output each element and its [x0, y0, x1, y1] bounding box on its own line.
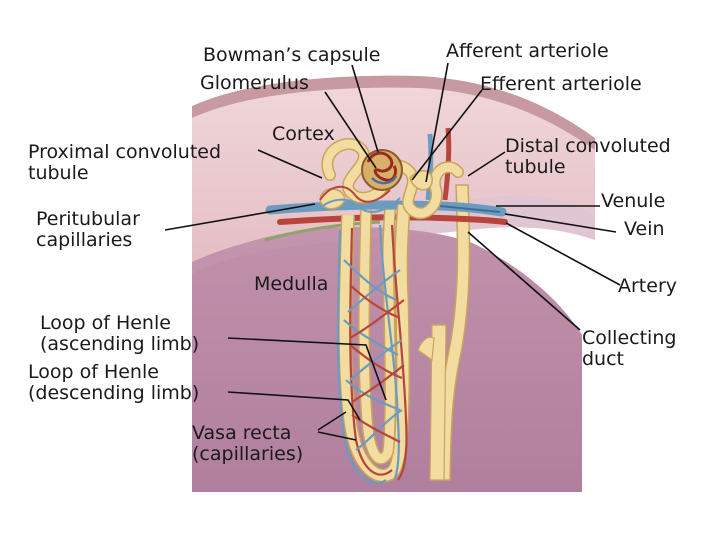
- label-peritubular-line2: capillaries: [36, 229, 133, 251]
- label-artery: Artery: [618, 275, 678, 297]
- label-efferent-arteriole: Efferent arteriole: [480, 73, 642, 95]
- label-proximal-convoluted-tubule: Proximal convoluted tubule: [28, 142, 221, 184]
- label-proximal-line1: Proximal convoluted: [28, 141, 222, 163]
- leader-proximal-tubule: [257, 149, 323, 179]
- leader-efferent-arteriole: [411, 89, 483, 181]
- label-collecting-duct: Collecting duct: [582, 328, 676, 370]
- label-loop-asc-line1: Loop of Henle: [40, 312, 171, 334]
- label-loop-henle-ascending: Loop of Henle (ascending limb): [40, 313, 199, 355]
- label-loop-desc-line2: (descending limb): [28, 382, 200, 404]
- label-loop-henle-descending: Loop of Henle (descending limb): [28, 362, 199, 404]
- label-distal-line2: tubule: [505, 156, 566, 178]
- label-glomerulus: Glomerulus: [200, 72, 309, 94]
- leader-glomerulus: [324, 91, 377, 169]
- label-venule: Venule: [601, 190, 666, 212]
- leader-vasa-recta-2: [317, 431, 357, 441]
- leader-lines: [164, 62, 621, 441]
- label-afferent-arteriole: Afferent arteriole: [446, 40, 609, 62]
- label-medulla: Medulla: [254, 273, 329, 295]
- label-vasa-recta: Vasa recta (capillaries): [192, 423, 303, 465]
- leader-vasa-recta-1: [317, 411, 347, 431]
- label-vein: Vein: [624, 218, 665, 240]
- label-distal-convoluted-tubule: Distal convoluted tubule: [505, 136, 671, 178]
- label-loop-asc-line2: (ascending limb): [40, 333, 200, 355]
- leader-vein: [504, 213, 617, 233]
- leader-loop-descending: [227, 391, 361, 421]
- label-collecting-line1: Collecting: [582, 327, 677, 349]
- label-loop-desc-line1: Loop of Henle: [28, 361, 159, 383]
- leader-peritubular: [164, 203, 316, 231]
- label-vasa-line2: (capillaries): [192, 443, 304, 465]
- collecting-duct-shape: [417, 184, 471, 481]
- leader-loop-ascending: [227, 337, 387, 401]
- leader-distal-tubule: [467, 151, 506, 177]
- label-bowmans-capsule: Bowman’s capsule: [203, 44, 381, 66]
- label-peritubular-line1: Peritubular: [36, 208, 140, 230]
- leader-artery: [505, 222, 621, 286]
- peritubular-capillaries-shape: [317, 185, 401, 213]
- leader-bowmans-capsule: [351, 64, 379, 153]
- label-collecting-line2: duct: [582, 348, 624, 370]
- glomerulus-shape: [361, 149, 403, 191]
- leader-collecting-duct: [467, 231, 581, 331]
- label-proximal-line2: tubule: [28, 162, 89, 184]
- label-vasa-line1: Vasa recta: [192, 422, 292, 444]
- label-distal-line1: Distal convoluted: [505, 135, 671, 157]
- leader-afferent-arteriole: [425, 62, 449, 183]
- renal-capsule-band: [192, 75, 595, 150]
- loop-of-henle-shape: [338, 204, 411, 483]
- label-cortex: Cortex: [272, 123, 335, 145]
- label-peritubular-capillaries: Peritubular capillaries: [36, 209, 140, 251]
